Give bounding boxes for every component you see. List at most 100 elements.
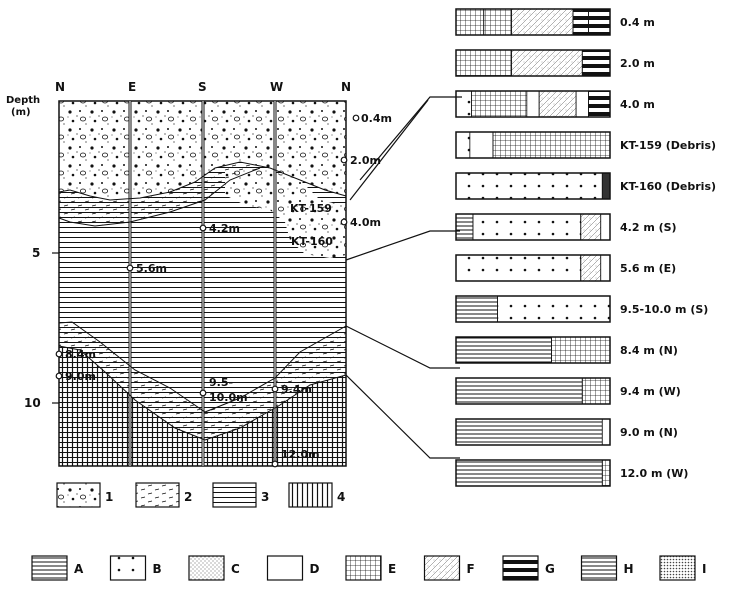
letter-legend-swatch <box>425 556 460 580</box>
sample-label-0.4: 0.4m <box>361 112 392 125</box>
column-segment <box>582 50 610 76</box>
layer-legend: 1 2 3 4 <box>57 483 345 507</box>
column-segment <box>471 91 526 117</box>
profile-layers <box>59 101 346 466</box>
letter-legend-swatch <box>346 556 381 580</box>
legend-key-3: 3 <box>261 490 269 504</box>
column-segment <box>602 419 610 445</box>
compass-w: W <box>270 80 283 94</box>
sample-label-4.0: 4.0m <box>350 216 381 229</box>
sample-point <box>353 115 359 121</box>
compass-n-right: N <box>341 80 351 94</box>
column-label: 2.0 m <box>620 57 655 70</box>
sample-point <box>200 225 206 231</box>
column-segment <box>602 173 610 199</box>
sample-label-9.4: 9.4m <box>281 383 312 396</box>
section-profile: Depth (m) N E S W N <box>6 80 462 467</box>
letter-legend-swatch <box>32 556 67 580</box>
sample-column: 5.6 m (E) <box>456 255 676 281</box>
column-segment <box>588 9 610 35</box>
sample-point <box>272 461 278 467</box>
column-segment <box>456 419 602 445</box>
sample-label-8.4: 8.4m <box>65 348 96 361</box>
column-segment <box>456 50 511 76</box>
letter-legend-swatch <box>660 556 695 580</box>
sample-label-kt159: KT-159 <box>290 202 332 215</box>
letter-legend-key: G <box>545 562 555 576</box>
column-segment <box>456 9 484 35</box>
column-label: 4.2 m (S) <box>620 221 677 234</box>
letter-legend-swatch <box>503 556 538 580</box>
column-segment <box>601 214 610 240</box>
letter-legend-key: H <box>624 562 634 576</box>
letter-legend-swatch <box>582 556 617 580</box>
letter-legend-key: D <box>310 562 320 576</box>
sample-point <box>56 373 62 379</box>
sample-column: 0.4 m <box>456 9 655 35</box>
compass-e: E <box>128 80 136 94</box>
sample-label-9.0: 9.0m <box>65 370 96 383</box>
column-segment <box>539 91 576 117</box>
sample-label-10.0: 10.0m <box>209 391 248 404</box>
column-segment <box>470 132 493 158</box>
column-segment <box>511 50 582 76</box>
column-label: 0.4 m <box>620 16 655 29</box>
column-segment <box>601 255 610 281</box>
column-segment <box>581 255 601 281</box>
column-label: 5.6 m (E) <box>620 262 676 275</box>
letter-legend-key: B <box>153 562 162 576</box>
column-label: 12.0 m (W) <box>620 467 688 480</box>
column-segment <box>602 460 610 486</box>
column-segment <box>527 91 539 117</box>
depth-label: Depth <box>6 95 40 106</box>
sample-point <box>341 219 347 225</box>
legend-swatch-4 <box>289 483 332 507</box>
sample-point <box>341 157 347 163</box>
letter-legend-key: F <box>467 562 475 576</box>
column-segment <box>456 296 498 322</box>
sample-label-4.2: 4.2m <box>209 222 240 235</box>
sample-columns: 0.4 m2.0 m4.0 mKT-159 (Debris)KT-160 (De… <box>456 9 716 486</box>
column-segment <box>484 9 512 35</box>
column-segment <box>576 91 588 117</box>
sample-column: 8.4 m (N) <box>456 337 678 363</box>
letter-legend: ABCDEFGHI <box>32 556 706 580</box>
sample-column: KT-159 (Debris) <box>456 132 716 158</box>
letter-legend-key: I <box>702 562 706 576</box>
sample-column: 4.0 m <box>456 91 655 117</box>
compass-n-left: N <box>55 80 65 94</box>
column-segment <box>473 214 581 240</box>
sample-label-9.5: 9.5- <box>209 376 233 389</box>
sample-point <box>56 351 62 357</box>
column-segment <box>456 214 473 240</box>
column-segment <box>456 173 602 199</box>
column-segment <box>493 132 610 158</box>
letter-legend-swatch <box>268 556 303 580</box>
connector-line <box>346 231 460 260</box>
connector-line <box>346 375 460 458</box>
column-segment <box>511 9 573 35</box>
legend-key-2: 2 <box>184 490 192 504</box>
column-label: 9.5-10.0 m (S) <box>620 303 708 316</box>
column-segment <box>456 255 581 281</box>
sample-column: 9.0 m (N) <box>456 419 678 445</box>
column-segment <box>551 337 610 363</box>
column-segment <box>456 132 470 158</box>
letter-legend-swatch <box>189 556 224 580</box>
sample-column: 9.5-10.0 m (S) <box>456 296 708 322</box>
column-label: 9.4 m (W) <box>620 385 681 398</box>
sample-column: 4.2 m (S) <box>456 214 677 240</box>
legend-swatch-1 <box>57 483 100 507</box>
depth-tick-10-label: 10 <box>24 396 41 410</box>
sample-point <box>127 265 133 271</box>
sample-column: 9.4 m (W) <box>456 378 681 404</box>
connector-line <box>346 326 460 368</box>
column-segment <box>456 378 582 404</box>
column-segment <box>498 296 610 322</box>
legend-key-4: 4 <box>337 490 345 504</box>
depth-tick-5-label: 5 <box>32 246 40 260</box>
column-segment <box>582 378 610 404</box>
column-label: KT-159 (Debris) <box>620 139 716 152</box>
column-segment <box>456 337 551 363</box>
